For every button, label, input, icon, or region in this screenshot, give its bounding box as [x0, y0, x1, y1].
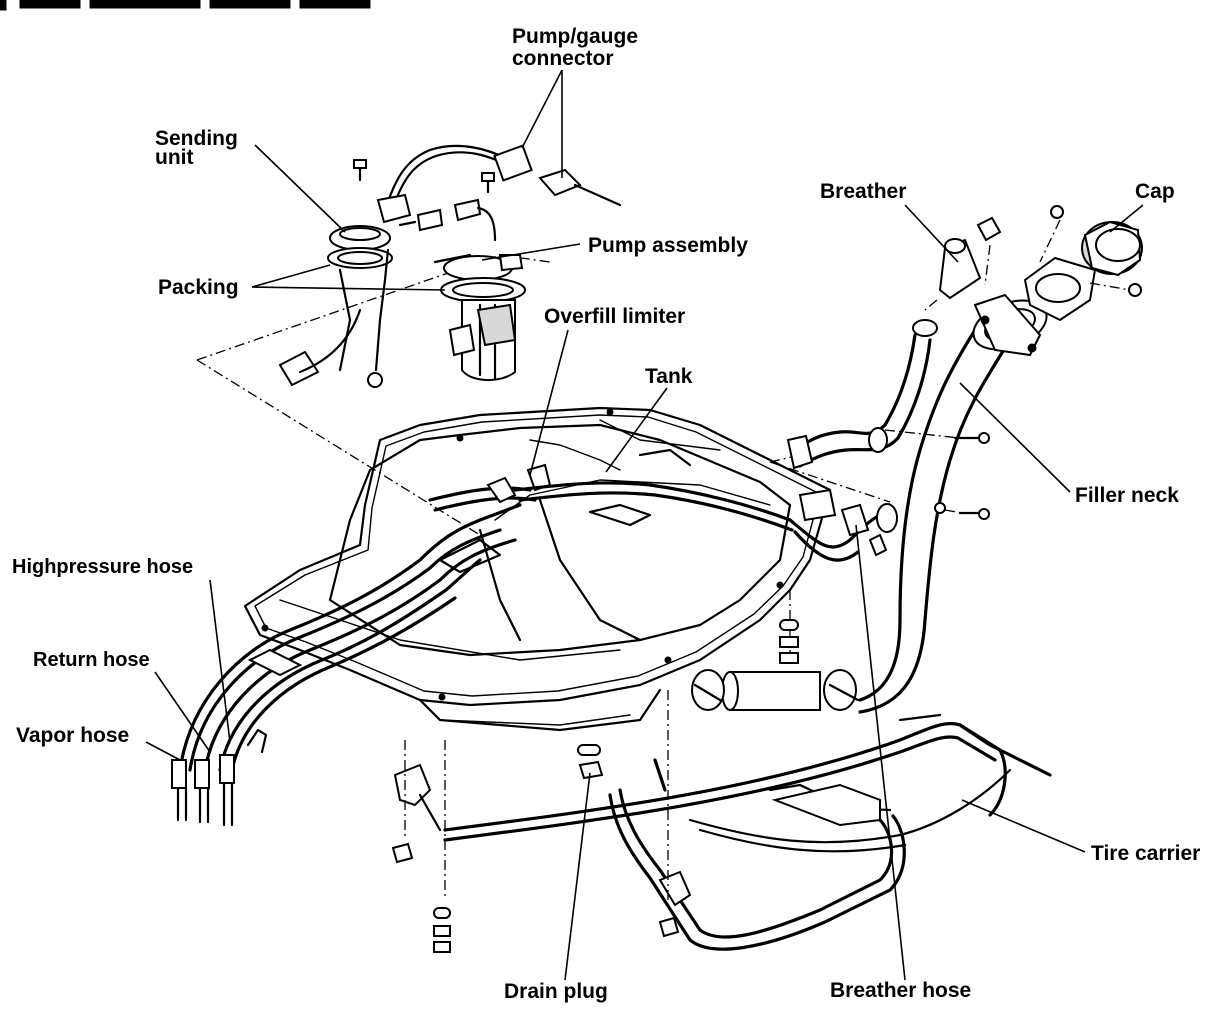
- label-drain-plug: Drain plug: [504, 980, 608, 1003]
- label-vapor-hose: Vapor hose: [16, 724, 129, 747]
- label-high-pressure-hose: Highpressure hose: [12, 556, 193, 578]
- cropped-title-fragment: [0, 0, 371, 11]
- label-breather: Breather: [820, 180, 906, 203]
- mounting-bolts-right: [884, 429, 990, 520]
- label-return-hose: Return hose: [33, 649, 150, 671]
- inset-frame: [196, 254, 891, 536]
- label-filler-neck: Filler neck: [1075, 484, 1179, 507]
- label-cap: Cap: [1135, 180, 1175, 203]
- overfill-limiter: [486, 463, 794, 532]
- pump-assembly-parts: [278, 144, 622, 388]
- label-overfill-limiter: Overfill limiter: [544, 305, 685, 328]
- breather-hose-assembly: [788, 488, 898, 562]
- breather-pipe: [786, 216, 1002, 470]
- filler-cap-assembly: [1023, 205, 1143, 322]
- label-sending-unit-1: Sending: [155, 127, 238, 150]
- lower-hardware: [391, 590, 799, 953]
- label-packing: Packing: [158, 276, 239, 299]
- label-tank: Tank: [645, 365, 693, 388]
- breather-hose-separated: [691, 669, 860, 711]
- label-pump-assembly: Pump assembly: [588, 234, 748, 257]
- fuel-tank: [243, 406, 832, 732]
- tire-carrier: [443, 713, 1052, 951]
- leader-lines: [145, 69, 1144, 981]
- label-sending-unit-2: unit: [155, 146, 193, 169]
- label-pump-gauge-connector-2: connector: [512, 47, 614, 70]
- label-tire-carrier: Tire carrier: [1091, 842, 1200, 865]
- labels: Pump/gauge connector Sending unit Pump a…: [12, 25, 1200, 1003]
- left-hose-bundle: [171, 486, 537, 827]
- label-pump-gauge-connector-1: Pump/gauge: [512, 25, 638, 48]
- label-breather-hose: Breather hose: [830, 979, 971, 1002]
